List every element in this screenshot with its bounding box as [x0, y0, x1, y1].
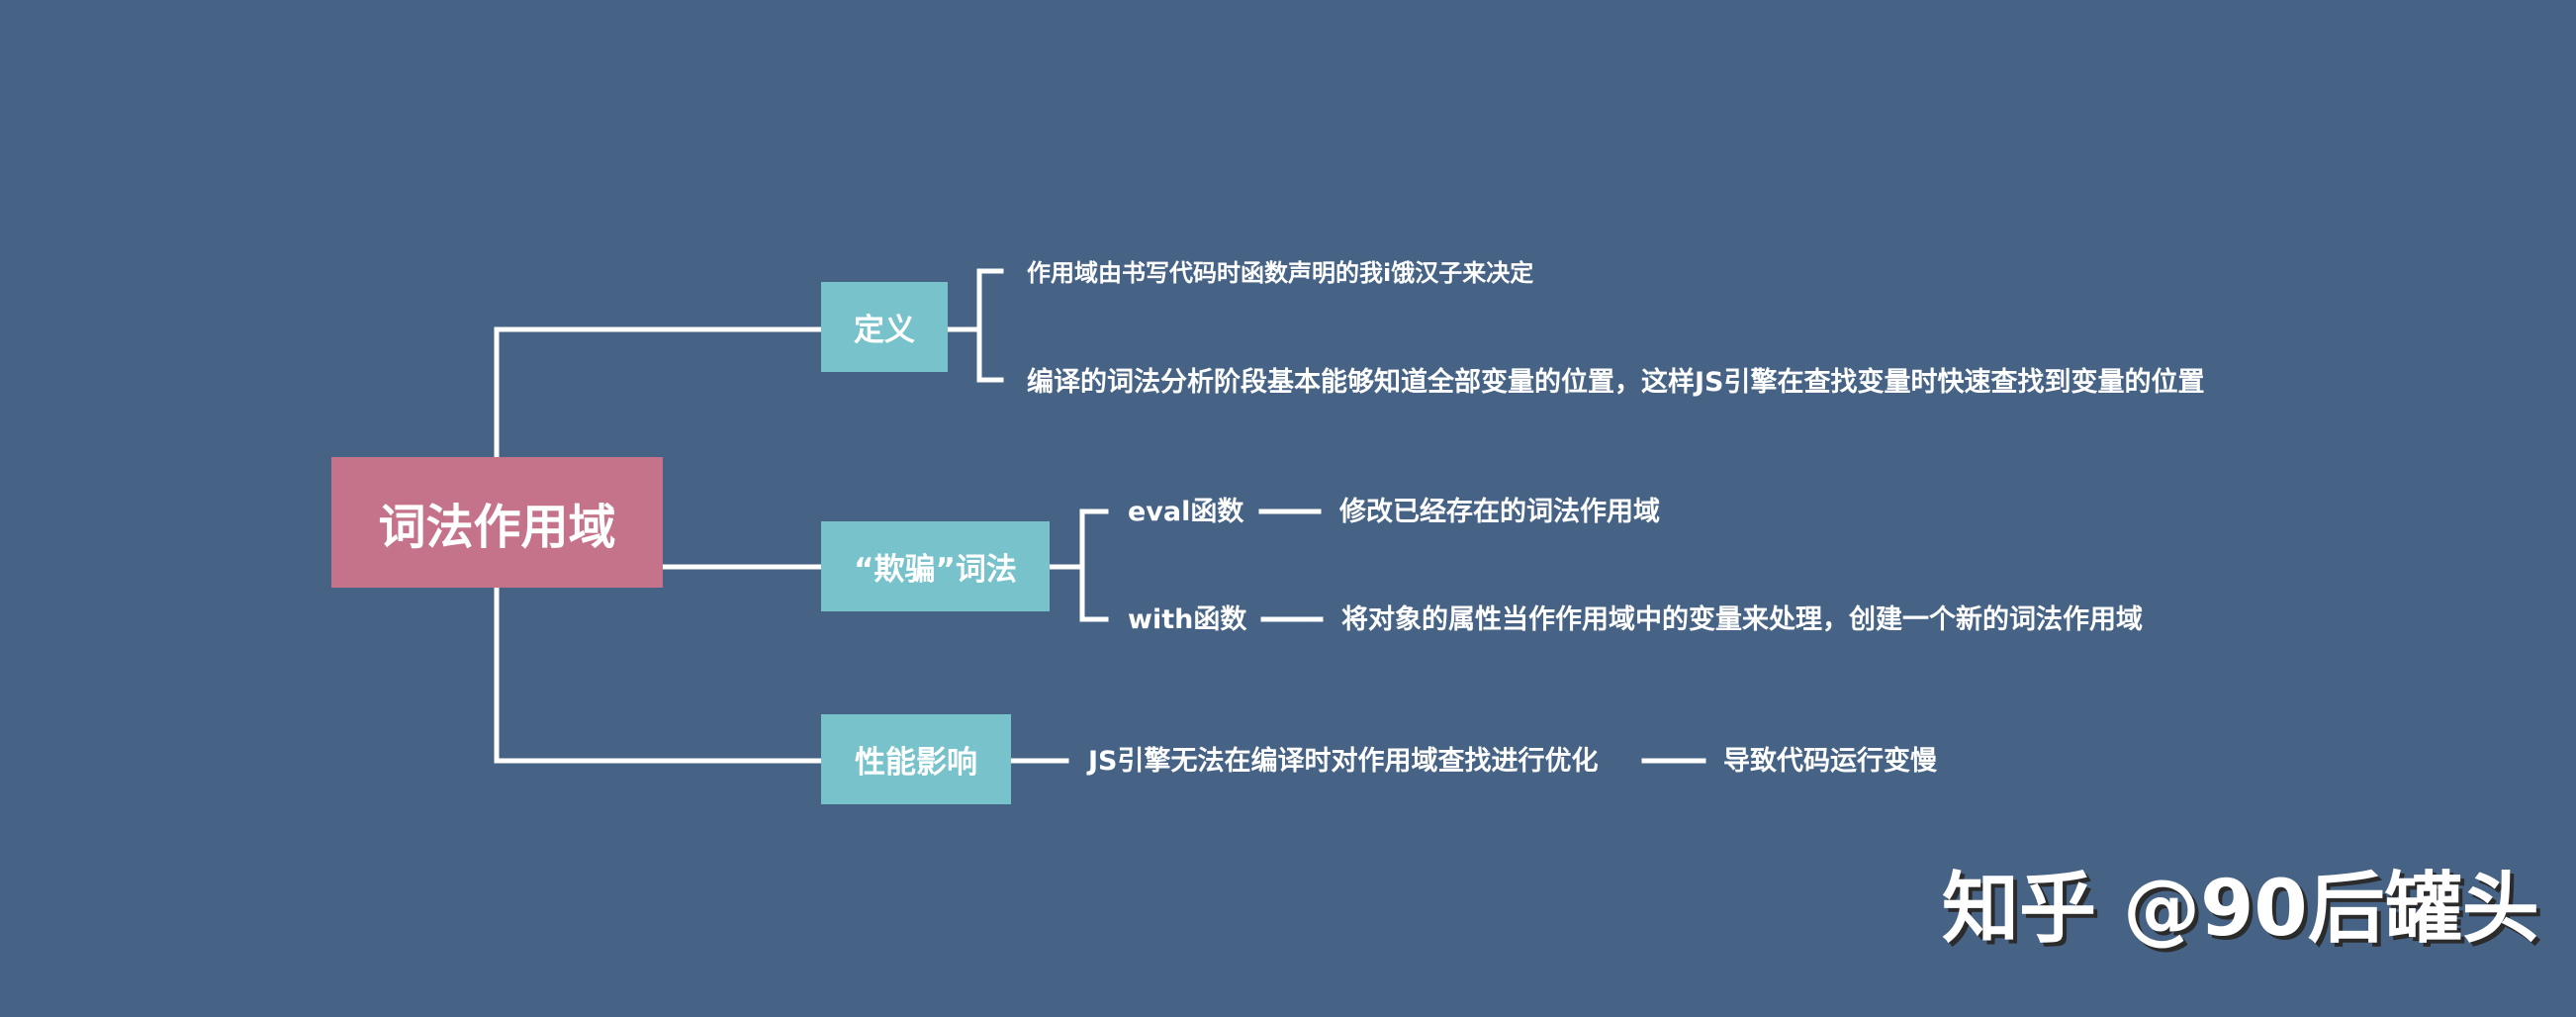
zhihu-watermark: 知乎 @90后罐头 — [1942, 865, 2539, 954]
branch-deceive-label: “欺骗”词法 — [854, 552, 1017, 588]
connector-definition-bracket — [945, 268, 1004, 383]
connector-deceive-bracket — [1047, 508, 1109, 622]
definition-leaf-1: 作用域由书写代码时函数声明的我i饿汉子来决定 — [1027, 259, 1534, 287]
branch-deceive: “欺骗”词法 — [821, 521, 1050, 611]
performance-child-label: JS引擎无法在编译时对作用域查找进行优化 — [1088, 746, 1599, 777]
eval-function-label: eval函数 — [1128, 497, 1244, 527]
eval-function-detail: 修改已经存在的词法作用域 — [1339, 497, 1660, 527]
connector-root-definition — [494, 326, 824, 458]
root-node: 词法作用域 — [331, 457, 663, 588]
branch-performance: 性能影响 — [821, 714, 1011, 804]
connector-root-performance — [494, 586, 824, 764]
definition-leaf-2: 编译的词法分析阶段基本能够知道全部变量的位置，这样JS引擎在查找变量时快速查找到… — [1027, 367, 2205, 398]
branch-definition-label: 定义 — [854, 313, 915, 348]
with-function-label: with函数 — [1128, 604, 1247, 635]
branch-performance-label: 性能影响 — [855, 745, 977, 781]
root-label: 词法作用域 — [378, 500, 616, 555]
with-function-detail: 将对象的属性当作作用域中的变量来处理，创建一个新的词法作用域 — [1341, 604, 2143, 635]
branch-definition: 定义 — [821, 282, 948, 372]
performance-child-detail: 导致代码运行变慢 — [1723, 746, 1937, 777]
